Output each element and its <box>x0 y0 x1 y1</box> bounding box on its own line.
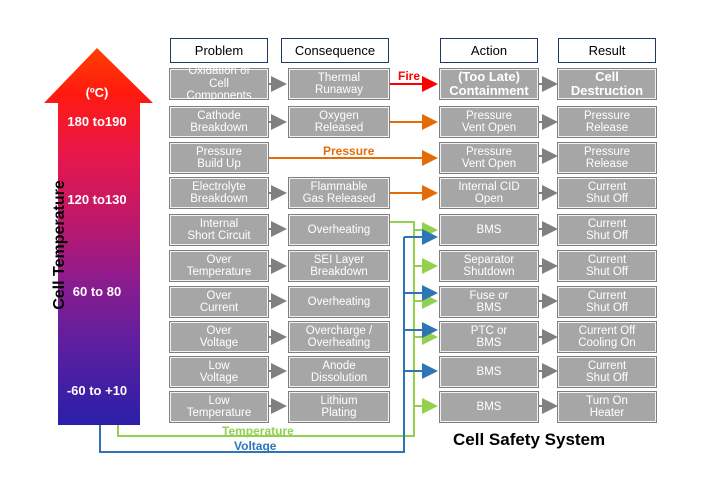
result-box: Turn On Heater <box>558 392 656 422</box>
result-box: Current Shut Off <box>558 178 656 208</box>
result-box: Current Shut Off <box>558 357 656 387</box>
voltage-connector-label: Voltage <box>234 439 277 453</box>
problem-box: Over Temperature <box>170 251 268 281</box>
action-box: Pressure Vent Open <box>440 107 538 137</box>
consequence-box: Overheating <box>289 215 389 245</box>
header-consequence: Consequence <box>281 38 389 63</box>
result-box: Current Shut Off <box>558 287 656 317</box>
action-box: Fuse or BMS <box>440 287 538 317</box>
problem-consequence-arrows <box>267 76 287 414</box>
temperature-range-3: 60 to 80 <box>72 284 122 299</box>
problem-box: Low Voltage <box>170 357 268 387</box>
consequence-box: Overcharge / Overheating <box>289 322 389 352</box>
problem-box: Cathode Breakdown <box>170 107 268 137</box>
fire-label: Fire <box>398 69 421 83</box>
result-box: Cell Destruction <box>558 69 656 99</box>
action-box: (Too Late) Containment <box>440 69 538 99</box>
temperature-range-1: 180 to190 <box>67 114 127 129</box>
temperature-range-2: 120 to130 <box>67 192 127 207</box>
problem-box: Over Voltage <box>170 322 268 352</box>
action-result-arrows <box>538 76 558 414</box>
header-action: Action <box>440 38 538 63</box>
result-box: Current Shut Off <box>558 251 656 281</box>
temperature-arrow <box>44 48 153 425</box>
problem-box: Low Temperature <box>170 392 268 422</box>
problem-box: Pressure Build Up <box>170 143 268 173</box>
temperature-range-4: -60 to +10 <box>66 383 128 398</box>
consequence-box: Lithium Plating <box>289 392 389 422</box>
action-box: Pressure Vent Open <box>440 143 538 173</box>
consequence-box: Overheating <box>289 287 389 317</box>
consequence-box: SEI Layer Breakdown <box>289 251 389 281</box>
consequence-box: Oxygen Released <box>289 107 389 137</box>
consequence-box: Flammable Gas Released <box>289 178 389 208</box>
temperature-unit: (ºC) <box>85 85 109 100</box>
consequence-box: Anode Dissolution <box>289 357 389 387</box>
temperature-connector-label: Temperature <box>222 424 294 438</box>
action-box: Separator Shutdown <box>440 251 538 281</box>
result-box: Current Off Cooling On <box>558 322 656 352</box>
header-result: Result <box>558 38 656 63</box>
result-box: Current Shut Off <box>558 215 656 245</box>
diagram-title: Cell Safety System <box>453 430 606 449</box>
orange-arrows <box>267 114 438 201</box>
axis-title: Cell Temperature <box>51 180 68 310</box>
problem-box: Oxidation of Cell Components <box>170 65 268 102</box>
consequence-box: Thermal Runaway <box>289 69 389 99</box>
action-box: BMS <box>440 392 538 422</box>
problem-box: Over Current <box>170 287 268 317</box>
action-box: BMS <box>440 357 538 387</box>
action-box: PTC or BMS <box>440 322 538 352</box>
action-box: BMS <box>440 215 538 245</box>
header-problem: Problem <box>170 38 268 63</box>
pressure-label: Pressure <box>323 144 375 158</box>
voltage-connectors <box>99 229 438 453</box>
result-box: Pressure Release <box>558 143 656 173</box>
result-box: Pressure Release <box>558 107 656 137</box>
problem-box: Electrolyte Breakdown <box>170 178 268 208</box>
action-box: Internal CID Open <box>440 178 538 208</box>
problem-box: Internal Short Circuit <box>170 215 268 245</box>
